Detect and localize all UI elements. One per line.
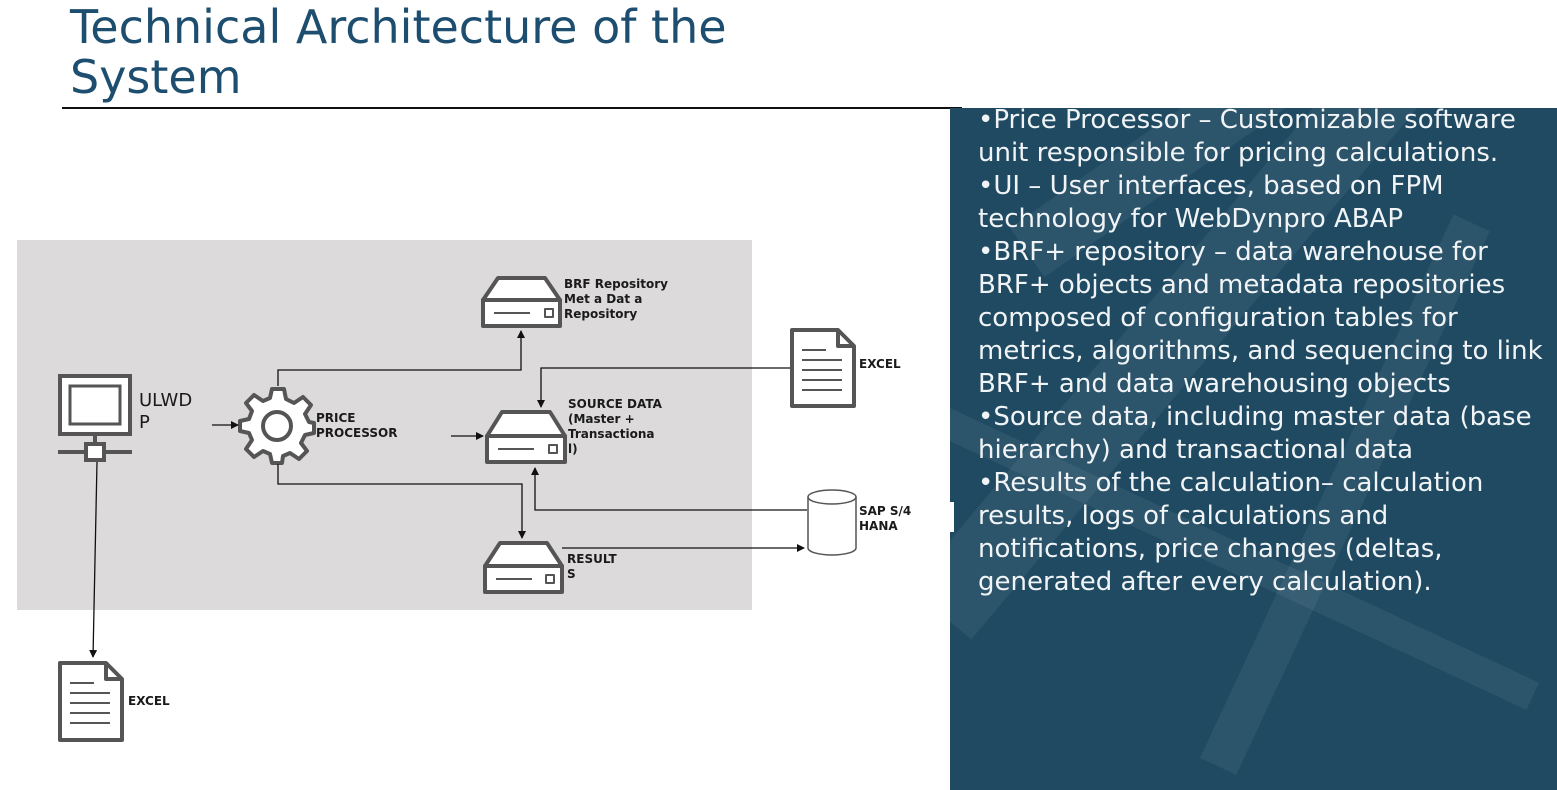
price-processor-label: PRICE PROCESSOR [316, 411, 398, 440]
architecture-diagram [58, 276, 857, 742]
database-icon [807, 489, 857, 556]
panel-notch [946, 502, 954, 532]
excel-label: EXCEL [128, 694, 170, 708]
source-data-server-icon [485, 410, 567, 464]
notes-list: •Price Processor – Customizable software… [978, 104, 1553, 599]
excel-document-icon [790, 328, 856, 408]
excel-document-icon [58, 661, 124, 742]
excel-label: EXCEL [859, 357, 901, 371]
note-item: •Price Processor – Customizable software… [978, 105, 1516, 168]
note-item: •Results of the calculation– calculation… [978, 468, 1484, 597]
notes-panel [950, 108, 1557, 790]
brf-server-icon [481, 276, 562, 328]
results-server-icon [483, 541, 564, 594]
sap-hana-label: SAP S/4 HANA [859, 504, 912, 533]
computer-icon [58, 374, 132, 462]
source-data-label: SOURCE DATA (Master + Transactiona l) [568, 397, 662, 456]
ui-label: ULWD P [139, 390, 193, 433]
note-item: •Source data, including master data (bas… [978, 402, 1532, 465]
gear-icon [238, 387, 316, 465]
note-item: •BRF+ repository – data warehouse for BR… [978, 237, 1543, 399]
note-item: •UI – User interfaces, based on FPM tech… [978, 171, 1444, 234]
results-label: RESULT S [567, 552, 617, 581]
brf-repository-label: BRF Repository Met a Dat a Repository [564, 277, 668, 321]
connector-lines [89, 330, 807, 658]
title-divider [62, 107, 962, 109]
slide-title: Technical Architecture of the System [70, 0, 727, 104]
